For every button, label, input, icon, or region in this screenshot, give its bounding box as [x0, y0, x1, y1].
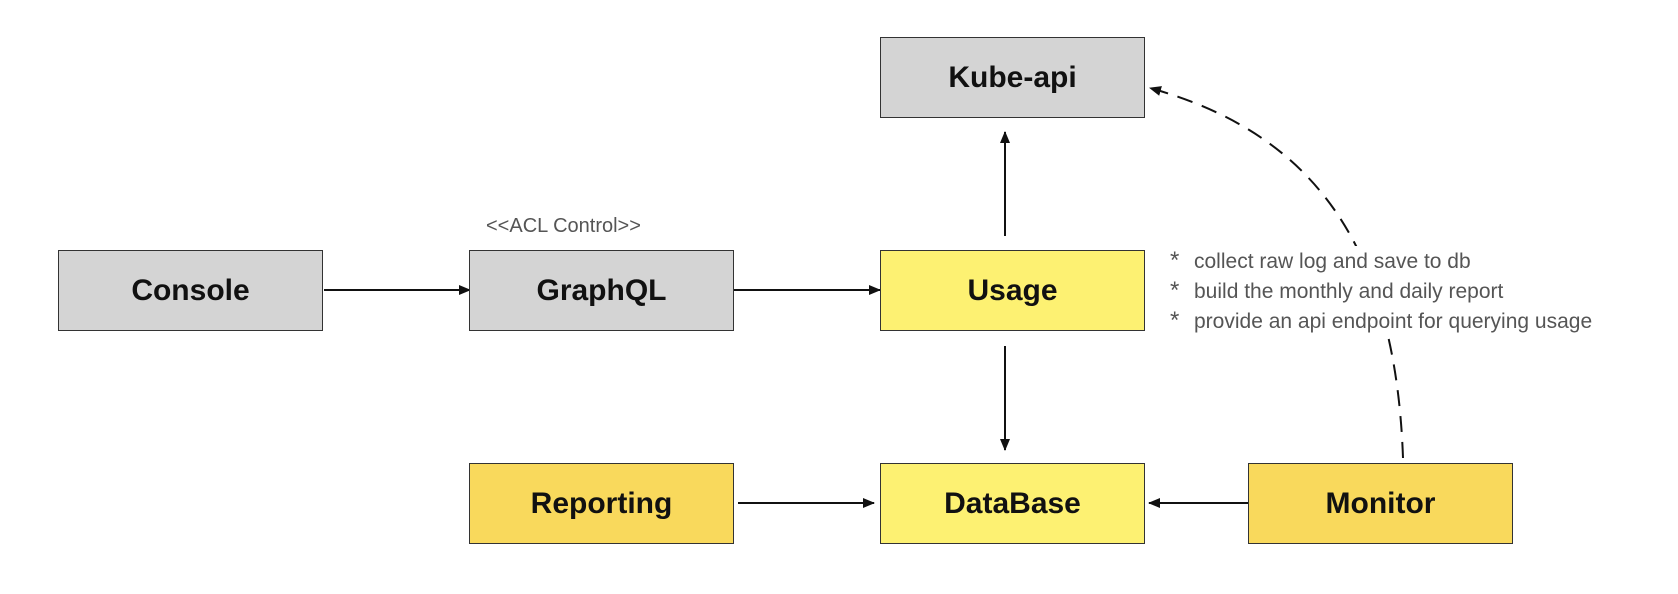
node-reporting-label: Reporting — [530, 486, 673, 520]
usage-note-line: * build the monthly and daily report — [1170, 276, 1599, 306]
note-bullet: * — [1170, 277, 1180, 304]
graphql-stereotype-label: <<ACL Control>> — [486, 215, 641, 238]
node-graphql: GraphQL — [469, 250, 734, 331]
stereotype-text: <<ACL Control>> — [486, 215, 641, 237]
node-kube-api: Kube-api — [880, 37, 1145, 118]
node-kube-api-label: Kube-api — [948, 60, 1077, 94]
arrow-monitor-to-kube-api-dashed — [1149, 86, 1404, 459]
usage-notes: * collect raw log and save to db * build t… — [1170, 246, 1599, 336]
note-text: build the monthly and daily report — [1194, 280, 1504, 303]
node-monitor-label: Monitor — [1325, 486, 1436, 520]
note-bullet: * — [1170, 247, 1180, 274]
node-monitor: Monitor — [1248, 463, 1513, 544]
node-usage-label: Usage — [967, 273, 1058, 307]
node-database-label: DataBase — [944, 486, 1081, 520]
note-text: collect raw log and save to db — [1194, 250, 1471, 273]
usage-note-line: * collect raw log and save to db — [1170, 246, 1599, 276]
node-usage: Usage — [880, 250, 1145, 331]
note-text: provide an api endpoint for querying usa… — [1194, 310, 1593, 333]
note-bullet: * — [1170, 307, 1180, 334]
node-reporting: Reporting — [469, 463, 734, 544]
node-graphql-label: GraphQL — [536, 273, 667, 307]
node-database: DataBase — [880, 463, 1145, 544]
node-console-label: Console — [131, 273, 250, 307]
usage-note-line: * provide an api endpoint for querying us… — [1170, 306, 1599, 336]
node-console: Console — [58, 250, 323, 331]
